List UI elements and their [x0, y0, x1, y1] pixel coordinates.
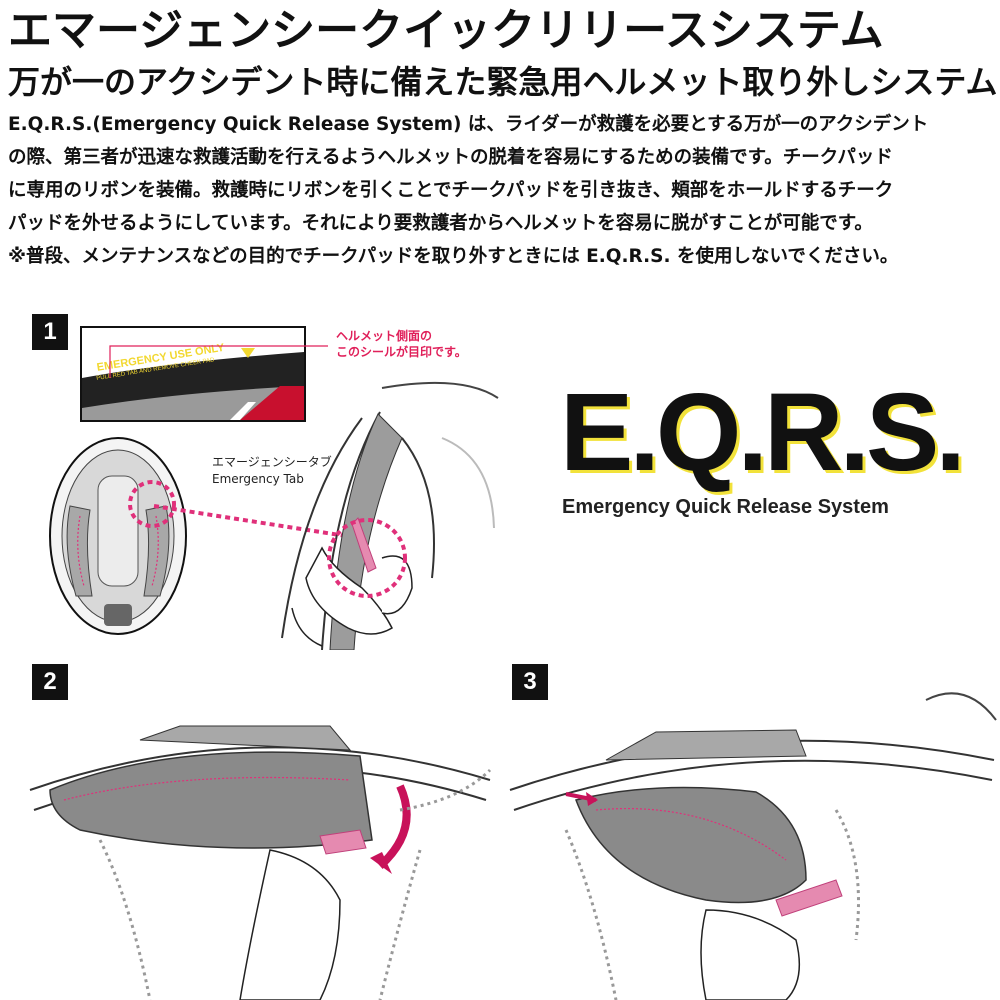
page-title: エマージェンシークイックリリースシステム [8, 5, 884, 56]
helmet-interior-illustration [49, 437, 187, 635]
emergency-tab-label-en: Emergency Tab [212, 472, 304, 486]
description-line: の際、第三者が迅速な救護活動を行えるようヘルメットの脱着を容易にするための装備で… [8, 147, 893, 168]
warning-triangle-icon [241, 348, 255, 358]
step-1-badge: 1 [32, 314, 68, 350]
step-3-illustration [509, 692, 997, 1000]
description-paragraph: E.Q.R.S.(Emergency Quick Release System)… [8, 108, 994, 273]
description-line: ※普段、メンテナンスなどの目的でチークパッドを取り外すときには E.Q.R.S.… [8, 246, 899, 267]
sticker-inset-illustration [80, 326, 306, 422]
emergency-tab-label: エマージェンシータブ Emergency Tab [212, 454, 332, 488]
sticker-callout: ヘルメット側面の このシールが目印です。 [336, 328, 467, 360]
callout-line: ヘルメット側面の [336, 329, 433, 343]
step-2-illustration [29, 725, 492, 1000]
emergency-tab-label-jp: エマージェンシータブ [212, 455, 332, 469]
callout-leader-line [109, 345, 328, 378]
eqrs-logo-subtitle: Emergency Quick Release System [562, 496, 889, 518]
page-subtitle: 万が一のアクシデント時に備えた緊急用ヘルメット取り外しシステム [8, 63, 998, 101]
step-2-badge: 2 [32, 664, 68, 700]
callout-line: このシールが目印です。 [336, 345, 467, 359]
step-3-badge: 3 [512, 664, 548, 700]
pull-tab-hand-illustration [281, 381, 499, 650]
description-line: E.Q.R.S.(Emergency Quick Release System)… [8, 114, 929, 135]
description-line: パッドを外せるようにしています。それにより要救護者からヘルメットを容易に脱がすこ… [8, 213, 873, 234]
eqrs-logo: E.Q.R.S. [560, 371, 966, 494]
description-line: に専用のリボンを装備。救護時にリボンを引くことでチークパッドを引き抜き、頬部をホ… [8, 180, 894, 201]
